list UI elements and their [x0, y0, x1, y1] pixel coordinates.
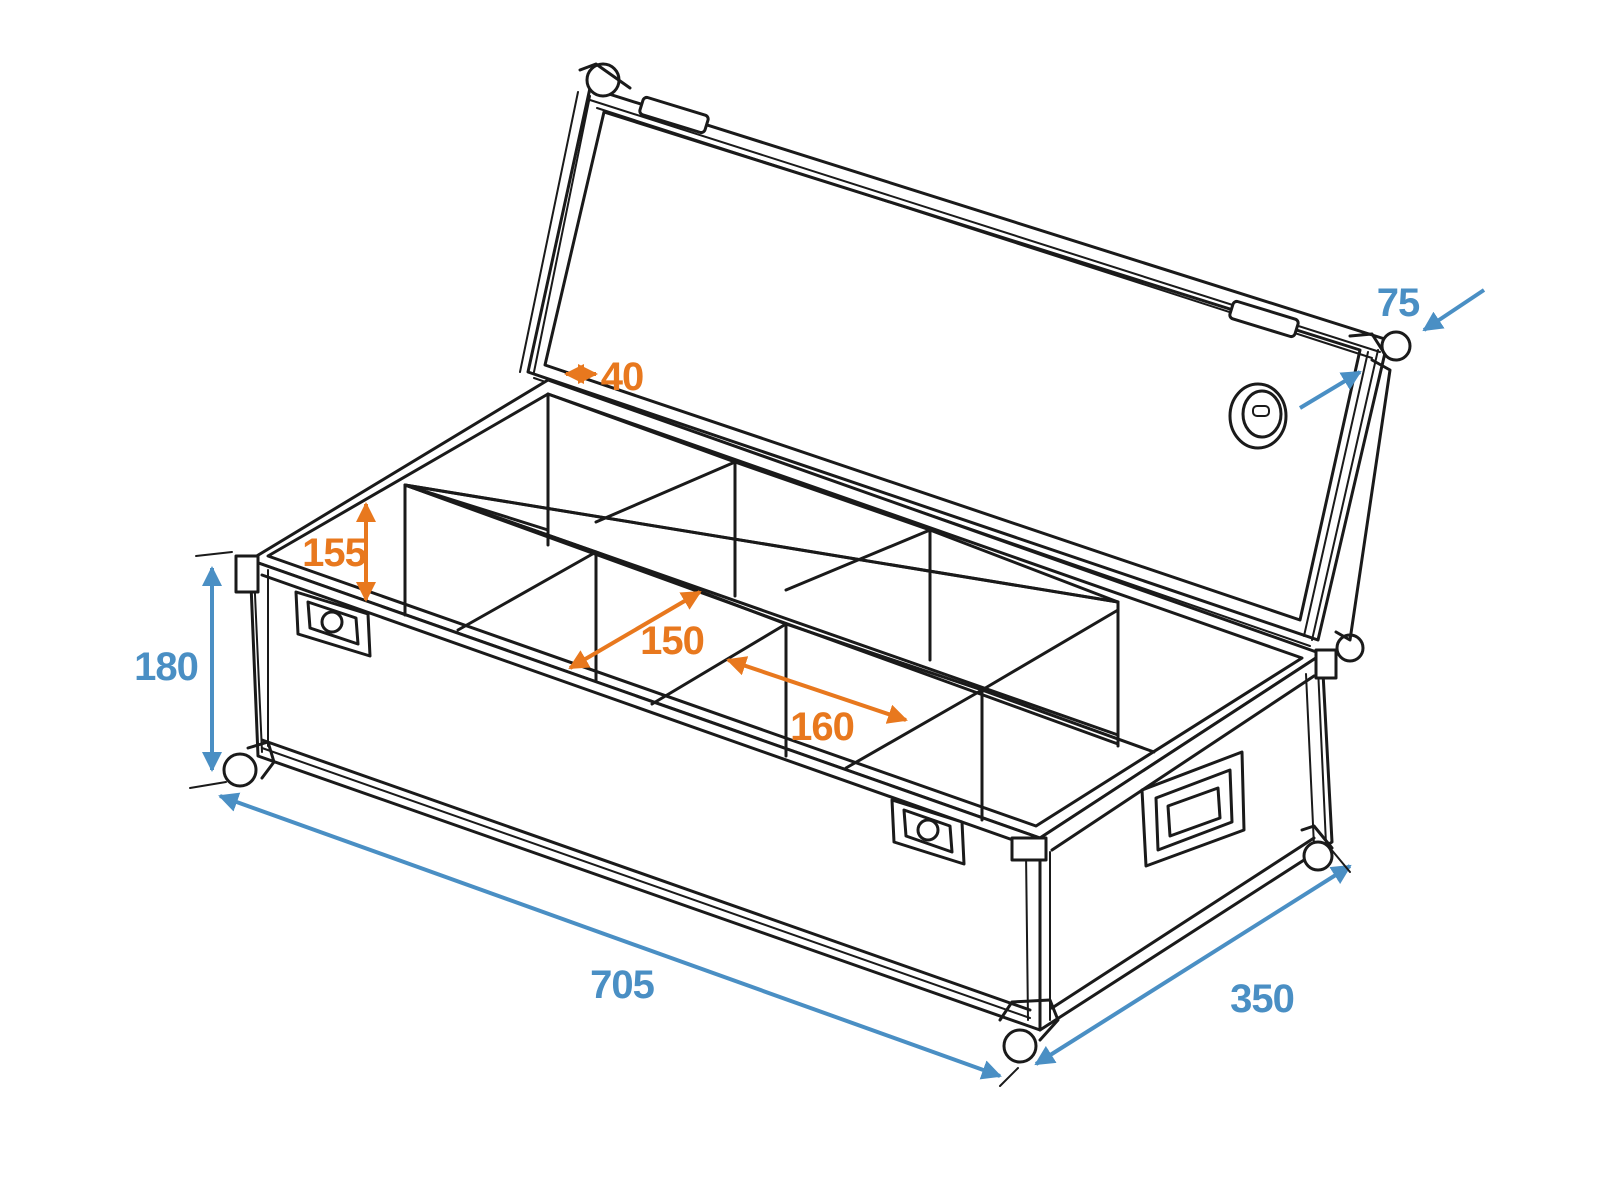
corner-bracket	[234, 554, 260, 594]
corner-ball-icon	[1002, 1028, 1038, 1064]
length-label: 705	[590, 963, 654, 1007]
corner-ball-icon	[1380, 330, 1412, 362]
lid-foam-label: 40	[601, 355, 644, 399]
depth-label: 350	[1230, 977, 1294, 1021]
depth-dimension-line	[1034, 864, 1352, 1066]
inner-dimensions	[356, 364, 908, 724]
length-dimension-line	[218, 792, 1002, 1080]
corner-bracket	[1010, 836, 1048, 862]
corner-bracket	[1314, 648, 1338, 680]
lid-lock-icon	[1228, 382, 1288, 450]
corner-ball-icon	[1302, 840, 1334, 872]
case-lid	[519, 62, 1412, 663]
compartment-height-label: 155	[302, 531, 366, 575]
compartment-width-dimension-line	[726, 656, 908, 724]
lid-catch-left	[638, 95, 710, 135]
compartment-width-label: 160	[790, 705, 854, 749]
lid-height-dimension-line-lower	[1298, 370, 1362, 410]
corner-ball-icon	[222, 752, 258, 788]
lid-height-dimension-line-upper	[1422, 288, 1486, 332]
lid-catch-right	[1228, 299, 1300, 339]
lid-height-label: 75	[1377, 281, 1420, 325]
compartment-depth-dimension-line	[568, 590, 702, 670]
side-handle-icon	[1140, 750, 1246, 868]
outer-dimensions	[189, 288, 1486, 1087]
latch-left-icon	[294, 590, 372, 658]
compartment-depth-label: 150	[640, 619, 704, 663]
height-label: 180	[134, 645, 198, 689]
